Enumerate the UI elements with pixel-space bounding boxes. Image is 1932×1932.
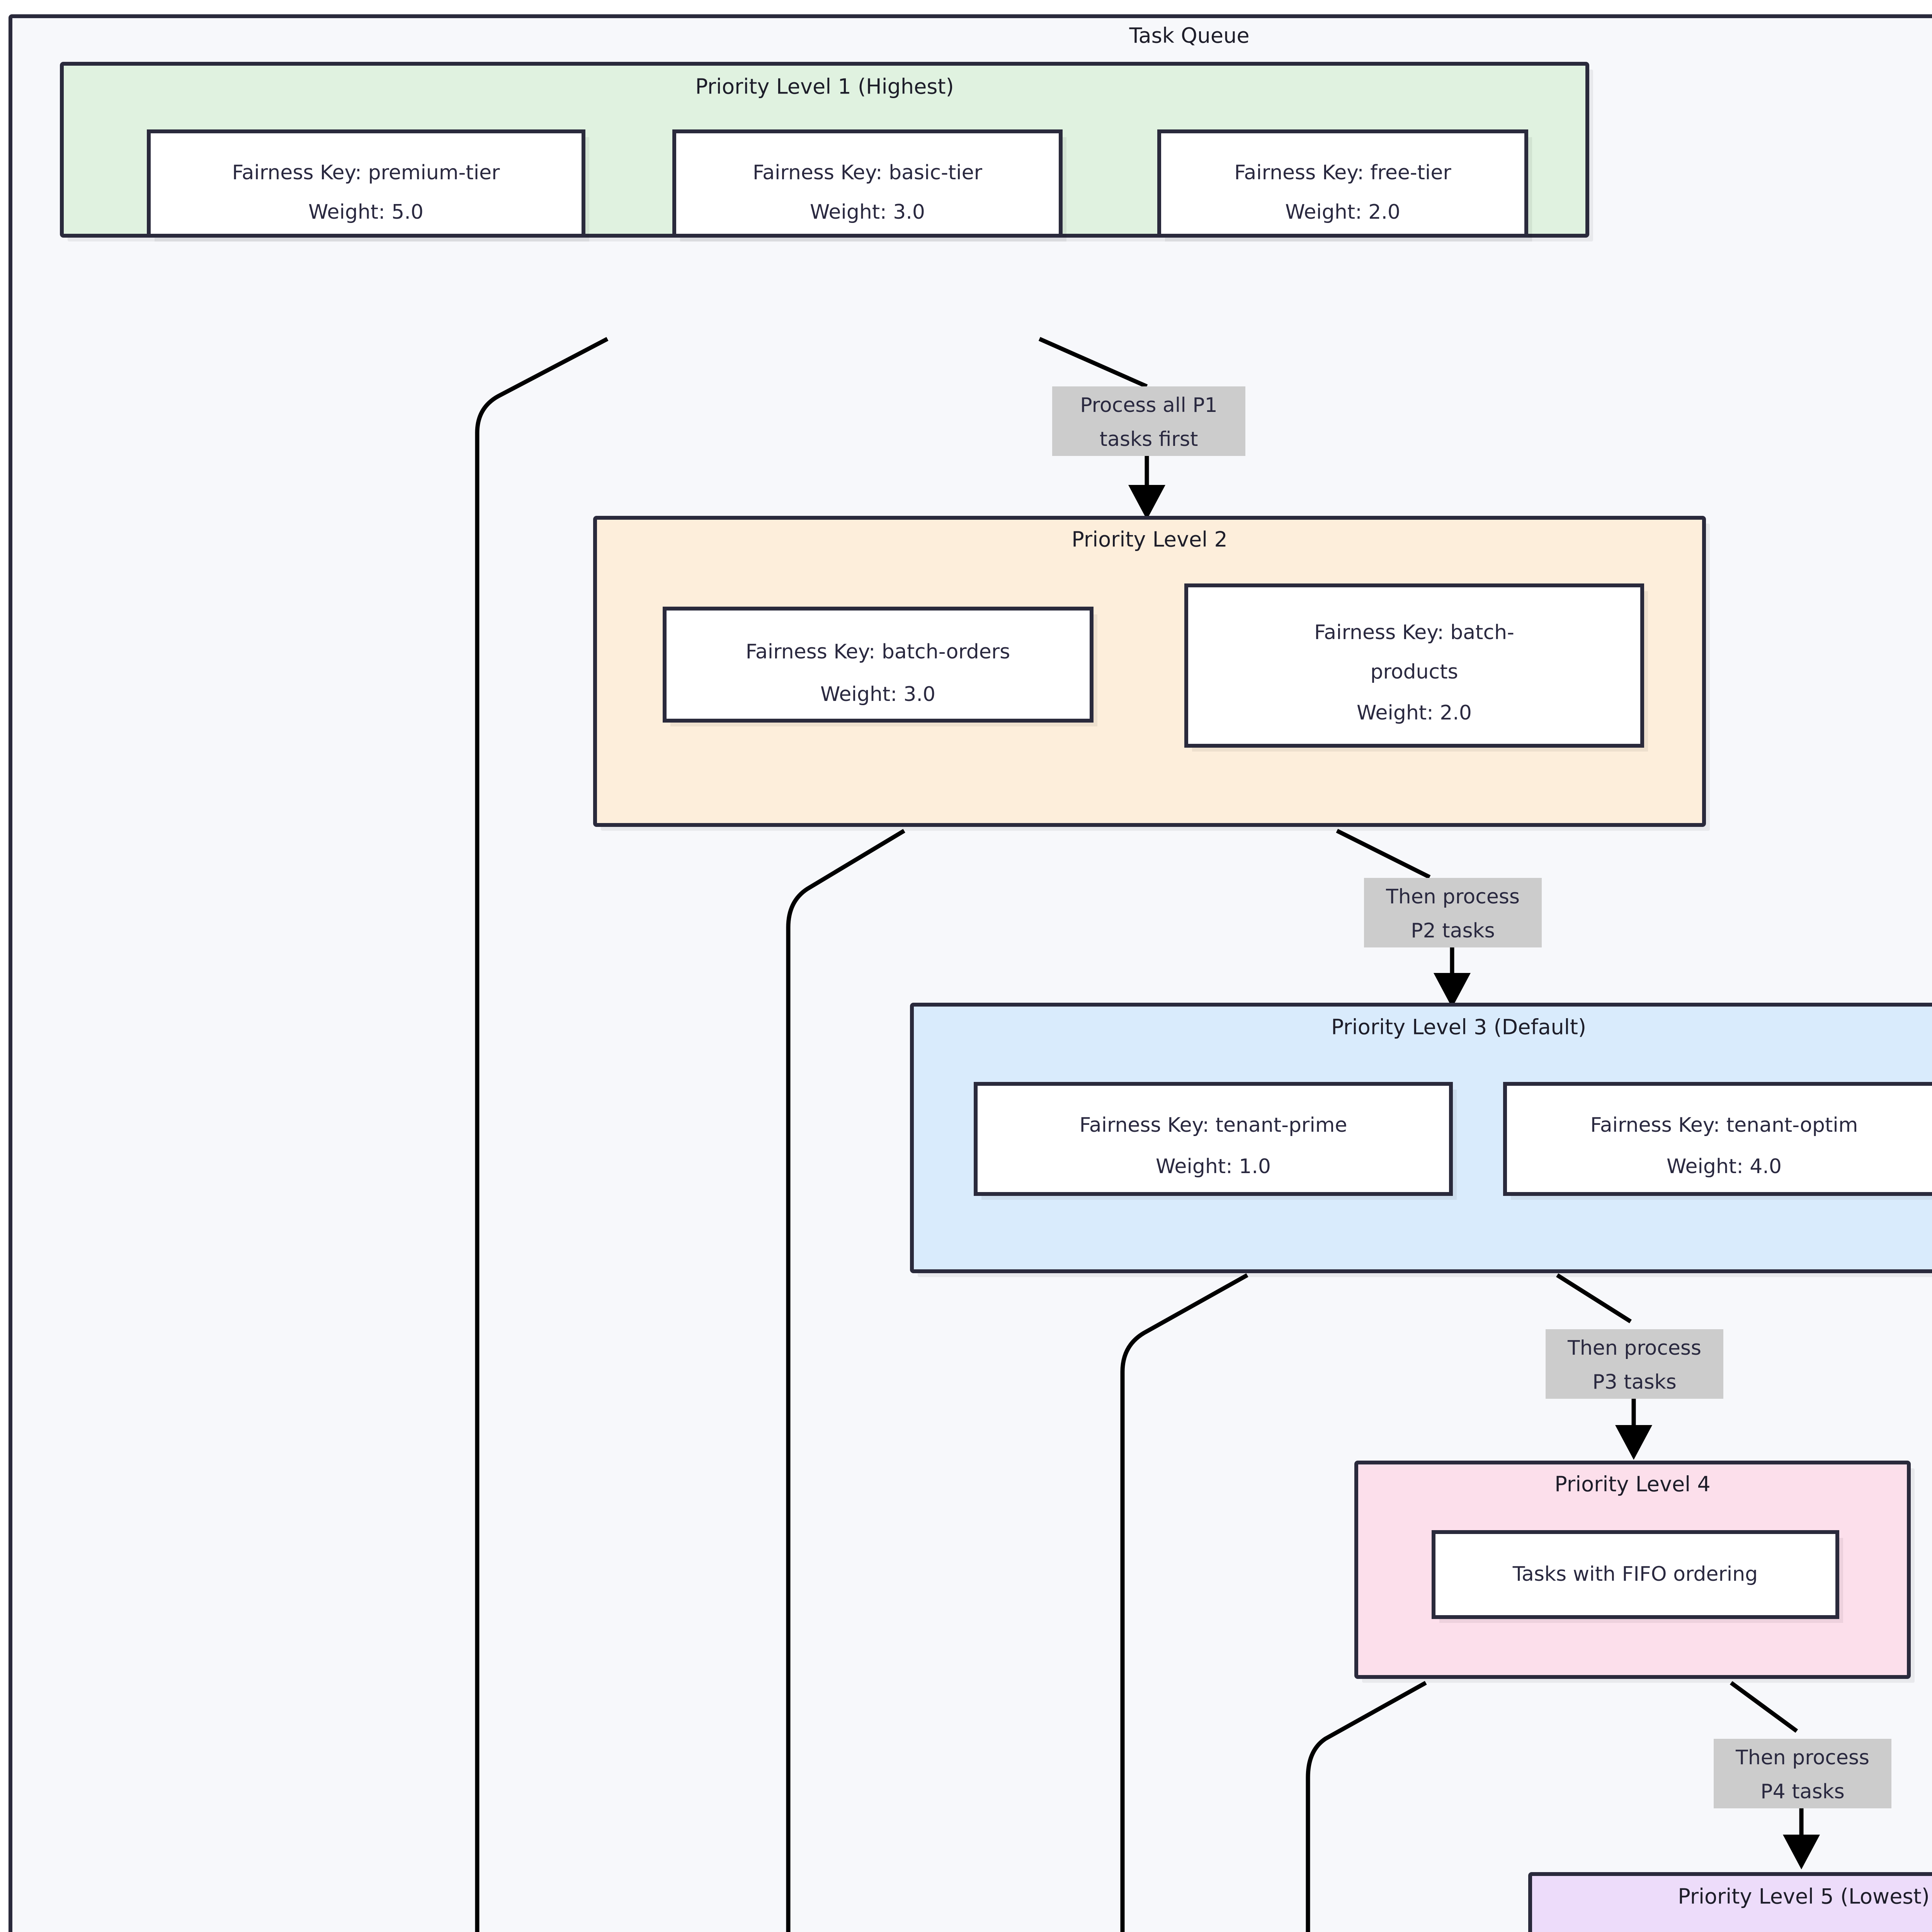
edge-label-p2-p3-bg	[1364, 878, 1542, 947]
node-p4-fifo[interactable]: Tasks with FIFO ordering	[1432, 1530, 1843, 1623]
edge-p4-to-p5	[1730, 1681, 1798, 1733]
cluster-priority-level-2: Priority Level 2 Fairness Key: batch-ord…	[593, 516, 1710, 831]
task-queue-title: Task Queue	[1129, 24, 1249, 48]
edge-label-p2-p3-line2: P2 tasks	[1411, 919, 1495, 942]
cluster-priority-level-3: Priority Level 3 (Default) Fairness Key:…	[910, 1003, 1932, 1277]
p2k2-rect	[1184, 583, 1644, 748]
p1-title: Priority Level 1 (Highest)	[695, 75, 954, 99]
node-p2-batch-orders[interactable]: Fairness Key: batch-orders Weight: 3.0	[663, 607, 1097, 726]
edges-group	[475, 337, 1820, 1932]
p2k1-line2: Weight: 3.0	[820, 683, 935, 706]
edge-label-p3-p4-bg	[1546, 1329, 1723, 1399]
edge-label-p4-p5-line1: Then process	[1735, 1746, 1869, 1769]
node-p2-batch-products[interactable]: Fairness Key: batch- products Weight: 2.…	[1184, 583, 1648, 752]
node-p1-basic-tier[interactable]: Fairness Key: basic-tier Weight: 3.0	[672, 129, 1066, 242]
edge-label-p4-p5: Then process P4 tasks	[1714, 1739, 1891, 1808]
edge-p3-to-p4	[1556, 1273, 1632, 1323]
p1k3-line1: Fairness Key: free-tier	[1234, 161, 1451, 184]
edge-label-p1-p2-bg	[1052, 386, 1245, 456]
node-p3-tenant-optim[interactable]: Fairness Key: tenant-optim Weight: 4.0	[1503, 1082, 1932, 1200]
edge-p2-to-workers	[786, 829, 905, 1932]
p1k1-line1: Fairness Key: premium-tier	[232, 161, 500, 184]
p1k2-line2: Weight: 3.0	[810, 201, 925, 224]
p2k2-line3: Weight: 2.0	[1357, 701, 1472, 724]
p4k1-line1: Tasks with FIFO ordering	[1512, 1563, 1758, 1586]
p5-rect	[1528, 1872, 1932, 1932]
edge-label-p1-p2: Process all P1 tasks first	[1052, 386, 1245, 456]
edge-label-p4-p5-line2: P4 tasks	[1760, 1780, 1845, 1803]
p3k1-line1: Fairness Key: tenant-prime	[1080, 1114, 1347, 1137]
edge-label-p1-p2-line2: tasks first	[1100, 428, 1198, 451]
p1k2-line1: Fairness Key: basic-tier	[753, 161, 983, 184]
p1k1-rect	[147, 129, 585, 238]
cluster-priority-level-1: Priority Level 1 (Highest) Fairness Key:…	[60, 62, 1593, 242]
p1k3-line2: Weight: 2.0	[1285, 201, 1400, 224]
edge-p4-to-p5-arrowhead	[1783, 1835, 1820, 1869]
p5-title: Priority Level 5 (Lowest)	[1678, 1884, 1930, 1909]
p1k3-rect	[1157, 129, 1528, 238]
node-p1-free-tier[interactable]: Fairness Key: free-tier Weight: 2.0	[1157, 129, 1532, 242]
edge-p1-to-workers	[475, 337, 609, 1932]
edge-label-p2-p3: Then process P2 tasks	[1364, 878, 1542, 947]
p3k2-rect	[1503, 1082, 1932, 1196]
edge-p2-to-p3-arrowhead	[1434, 973, 1471, 1008]
edge-p3-to-workers	[1120, 1273, 1248, 1932]
edge-p1-to-p2	[1038, 337, 1148, 389]
p2-title: Priority Level 2	[1071, 527, 1227, 552]
p3k2-line1: Fairness Key: tenant-optim	[1590, 1114, 1858, 1137]
p4k1-rect	[1432, 1530, 1839, 1619]
edge-label-p2-p3-line1: Then process	[1386, 885, 1520, 908]
edge-p3-to-p4-arrowhead	[1615, 1425, 1652, 1460]
p1k1-line2: Weight: 5.0	[308, 201, 423, 224]
p3k1-line2: Weight: 1.0	[1156, 1155, 1271, 1178]
edge-label-p3-p4-line1: Then process	[1567, 1337, 1701, 1360]
edge-p1-to-p2-arrowhead	[1128, 485, 1165, 520]
edge-p4-to-workers	[1306, 1681, 1427, 1932]
p2k2-line1: Fairness Key: batch-	[1314, 621, 1514, 644]
edge-label-p1-p2-line1: Process all P1	[1080, 394, 1218, 417]
edge-label-p3-p4-line2: P3 tasks	[1592, 1371, 1677, 1394]
node-p3-tenant-prime[interactable]: Fairness Key: tenant-prime Weight: 1.0	[974, 1082, 1457, 1200]
p2k1-rect	[663, 607, 1094, 723]
p4-title: Priority Level 4	[1554, 1472, 1710, 1497]
edge-label-p3-p4: Then process P3 tasks	[1546, 1329, 1723, 1399]
p3-title: Priority Level 3 (Default)	[1331, 1015, 1586, 1039]
cluster-task-queue: Task Queue	[9, 14, 1932, 1932]
edge-p2-to-p3	[1336, 829, 1431, 879]
p3k1-rect	[974, 1082, 1453, 1196]
p3k2-line2: Weight: 4.0	[1667, 1155, 1782, 1178]
node-p1-premium-tier[interactable]: Fairness Key: premium-tier Weight: 5.0	[147, 129, 589, 242]
p2k1-line1: Fairness Key: batch-orders	[746, 640, 1010, 663]
cluster-priority-level-4: Priority Level 4 Tasks with FIFO orderin…	[1354, 1461, 1915, 1683]
cluster-priority-level-5: Priority Level 5 (Lowest) Tasks with FIF…	[1528, 1872, 1932, 1932]
p2k2-line2: products	[1370, 660, 1458, 684]
p1k2-rect	[672, 129, 1063, 238]
task-queue-rect	[9, 14, 1932, 1932]
edge-label-p4-p5-bg	[1714, 1739, 1891, 1808]
